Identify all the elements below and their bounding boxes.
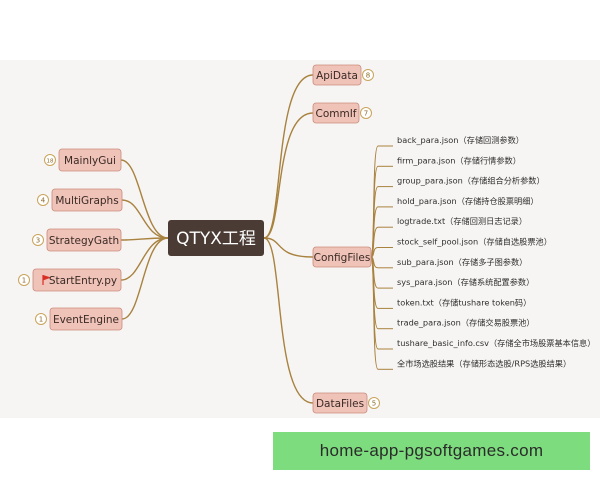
count-badge: 8: [362, 69, 374, 81]
node-label: EventEngine: [53, 314, 119, 326]
count-badge: 1: [35, 313, 47, 325]
edge-to-datafiles: [263, 237, 314, 404]
edge-to-mainlygui: [120, 159, 169, 239]
central-node[interactable]: QTYX工程: [168, 220, 264, 256]
badge-count: 7: [364, 110, 368, 118]
node-label: MainlyGui: [64, 155, 116, 167]
badge-count: 8: [366, 72, 370, 80]
config-item: trade_para.json（存储交易股票池）: [397, 318, 535, 328]
node-box: [312, 64, 362, 86]
config-item: back_para.json（存储回测参数）: [397, 135, 524, 145]
count-badge: 5: [368, 397, 380, 409]
count-badge: 7: [360, 107, 372, 119]
config-item: 全市场选股结果（存储形态选股/RPS选股结果）: [397, 358, 571, 368]
count-badge: 4: [37, 194, 49, 206]
badge-circle: [44, 154, 56, 166]
node-box: [49, 307, 123, 331]
node-startentry-py[interactable]: StartEntry.py 1: [18, 268, 122, 292]
edge-to-strategygath: [120, 237, 169, 241]
config-item: stock_self_pool.json（存储自选股票池）: [397, 237, 552, 247]
node-label: MultiGraphs: [55, 195, 118, 207]
badge-circle: [18, 274, 30, 286]
central-node-box: [168, 220, 264, 256]
config-item: sub_para.json（存储多子图参数）: [397, 257, 527, 267]
node-box: [32, 268, 122, 292]
edge-to-commif: [263, 112, 314, 239]
watermark-banner: home-app-pgsoftgames.com: [273, 432, 590, 470]
badge-count: 5: [372, 400, 376, 408]
node-box: [46, 228, 122, 252]
config-item: sys_para.json（存储系统配置参数）: [397, 277, 534, 287]
config-item: logtrade.txt（存储回测日志记录）: [397, 216, 527, 226]
node-label: ApiData: [316, 70, 358, 82]
badge-circle: [35, 313, 47, 325]
config-item: token.txt（存储tushare token码）: [397, 297, 531, 307]
badge-circle: [360, 107, 372, 119]
branch-lines: [120, 74, 393, 404]
config-item: firm_para.json（存储行情参数）: [397, 155, 521, 165]
node-box: [58, 148, 122, 172]
badge-count: 1: [22, 277, 26, 285]
node-configfiles[interactable]: ConfigFiles: [312, 246, 372, 268]
badge-count: 3: [36, 237, 40, 245]
config-item: tushare_basic_info.csv（存储全市场股票基本信息）: [397, 338, 595, 348]
count-badge: 18: [44, 154, 56, 166]
node-mainlygui[interactable]: MainlyGui 18: [44, 148, 122, 172]
config-item: group_para.json（存储组合分析参数）: [397, 176, 545, 186]
edge-to-eventengine: [121, 237, 169, 320]
node-label: DataFiles: [316, 398, 364, 410]
node-label: StartEntry.py: [49, 275, 117, 287]
watermark-text: home-app-pgsoftgames.com: [319, 441, 544, 460]
node-box: [312, 392, 368, 414]
node-commif[interactable]: CommIf 7: [312, 102, 372, 124]
count-badge: 3: [32, 234, 44, 246]
node-box: [312, 246, 372, 268]
node-apidata[interactable]: ApiData 8: [312, 64, 374, 86]
badge-circle: [32, 234, 44, 246]
config-item: hold_para.json（存储持仓股票明细）: [397, 196, 539, 206]
node-box: [51, 188, 123, 212]
central-node-label: QTYX工程: [176, 229, 256, 249]
node-multigraphs[interactable]: MultiGraphs 4: [37, 188, 123, 212]
count-badge: 1: [18, 274, 30, 286]
node-datafiles[interactable]: DataFiles 5: [312, 392, 380, 414]
node-label: StrategyGath: [49, 235, 119, 247]
node-strategygath[interactable]: StrategyGath 3: [32, 228, 122, 252]
edge-to-apidata: [263, 74, 314, 239]
badge-count: 4: [41, 197, 46, 205]
edge-to-startentry-py: [120, 237, 169, 281]
badge-circle: [37, 194, 49, 206]
node-label: CommIf: [315, 108, 356, 120]
edge-to-multigraphs: [121, 199, 169, 239]
badge-count: 1: [39, 316, 43, 324]
node-label: ConfigFiles: [314, 252, 371, 264]
node-eventengine[interactable]: EventEngine 1: [35, 307, 123, 331]
node-box: [312, 102, 360, 124]
flag-cloth: [43, 275, 51, 281]
badge-count: 18: [47, 159, 54, 165]
config-edge: [370, 256, 379, 370]
badge-circle: [368, 397, 380, 409]
config-file-list: back_para.json（存储回测参数） firm_para.json（存储行…: [397, 135, 595, 368]
flag-icon: [42, 275, 51, 285]
badge-circle: [362, 69, 374, 81]
edge-to-configfiles: [263, 237, 314, 258]
